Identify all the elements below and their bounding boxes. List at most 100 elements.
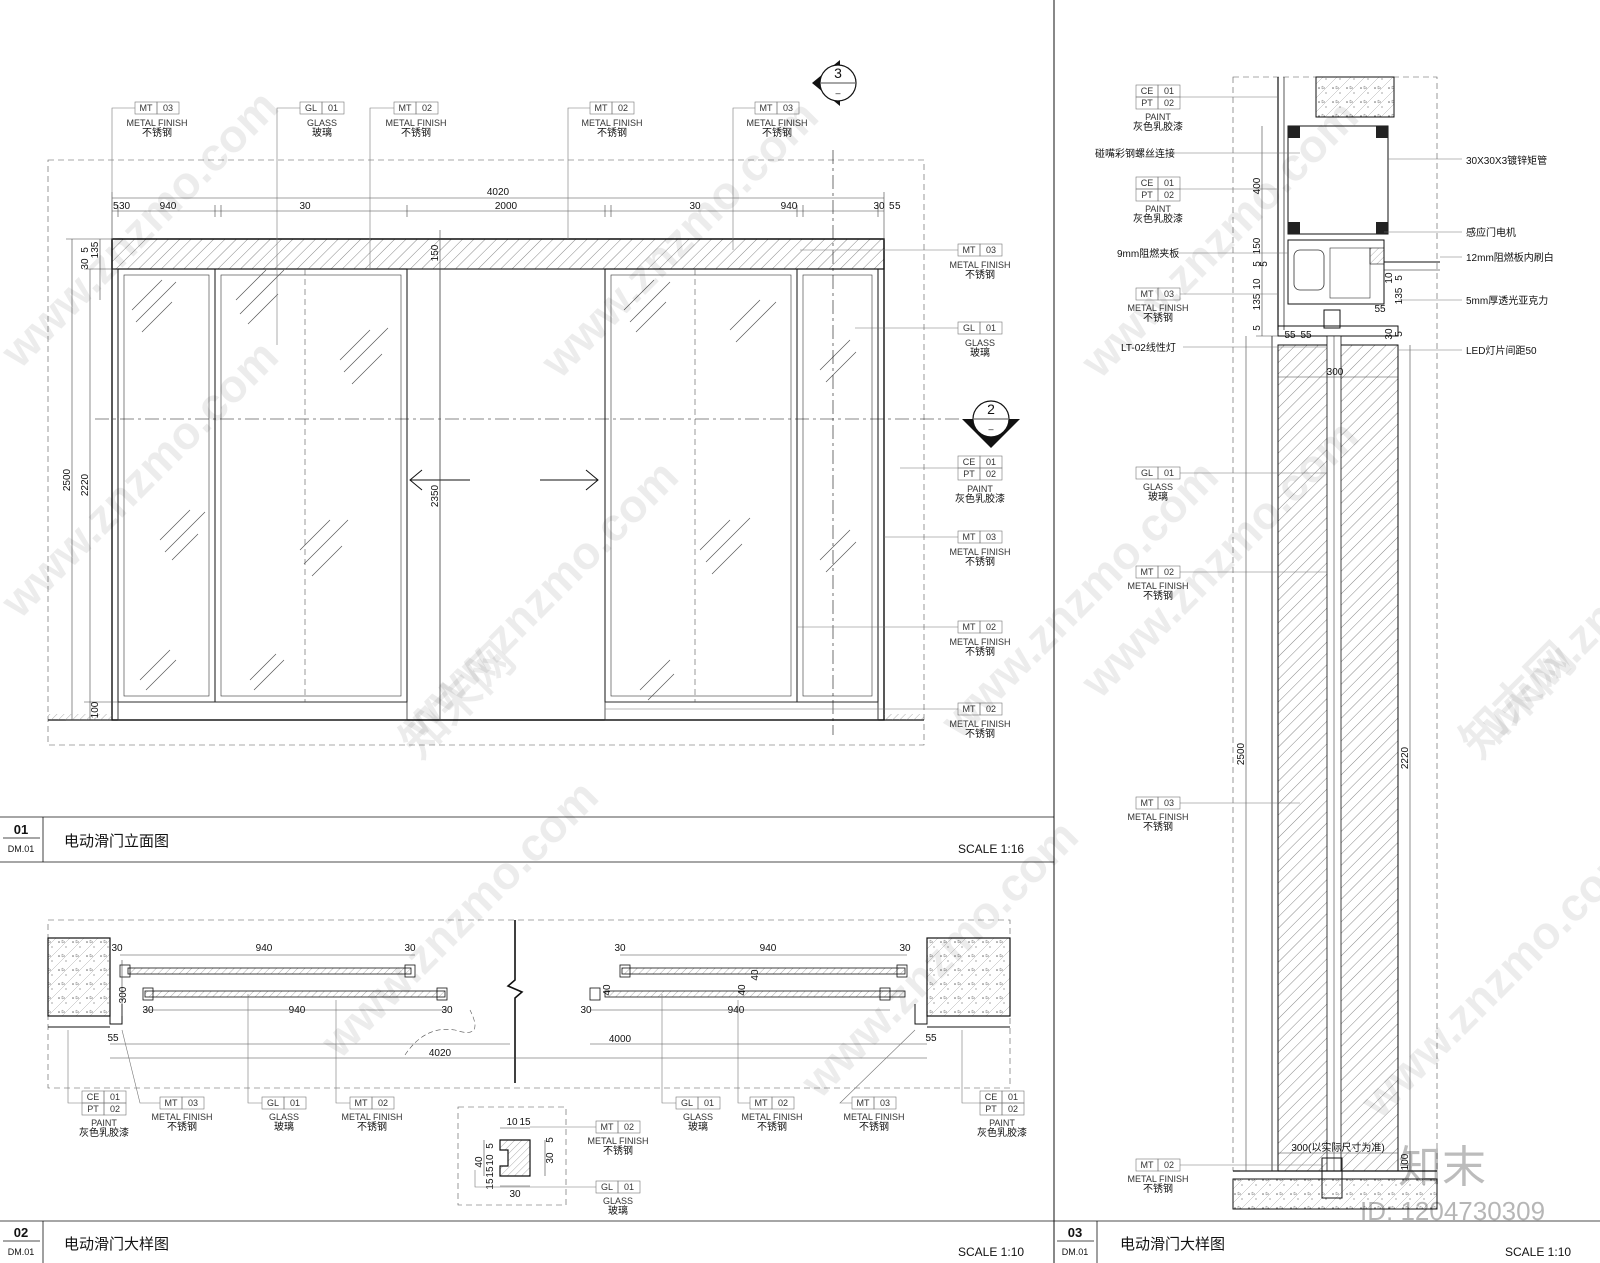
elevation-dims: 4020 5 30 940 30 2000 30 940 30 5 5 2500… <box>62 187 901 718</box>
svg-text:玻璃: 玻璃 <box>312 126 332 139</box>
svg-text:01: 01 <box>624 1182 634 1192</box>
svg-text:10: 10 <box>1384 272 1395 284</box>
svg-text:40: 40 <box>474 1156 485 1168</box>
svg-text:GL: GL <box>1141 468 1153 478</box>
svg-text:30: 30 <box>1384 328 1395 340</box>
svg-text:55: 55 <box>1284 330 1296 341</box>
svg-text:MT: MT <box>355 1098 368 1108</box>
svg-text:2000: 2000 <box>495 201 518 212</box>
svg-text:4000: 4000 <box>609 1034 632 1045</box>
svg-text:玻璃: 玻璃 <box>970 346 990 359</box>
svg-text:灰色乳胶漆: 灰色乳胶漆 <box>955 492 1005 505</box>
svg-text:15: 15 <box>519 1117 531 1128</box>
svg-text:不锈钢: 不锈钢 <box>965 645 995 658</box>
svg-text:PT: PT <box>87 1104 99 1114</box>
watermark-id: ID: 1204730309 <box>1360 1196 1545 1226</box>
section-marker-2: 2 – <box>962 400 1020 448</box>
svg-text:30: 30 <box>142 1005 154 1016</box>
note-led: LED灯片间距50 <box>1466 344 1537 357</box>
svg-text:PT: PT <box>985 1104 997 1114</box>
svg-text:100: 100 <box>1400 1153 1411 1170</box>
section-notes: 碰嘴彩钢螺丝连接 9mm阻燃夹板 LT-02线性灯 30X30X3镀锌矩管 感应… <box>1095 147 1554 357</box>
elevation-view <box>47 150 960 746</box>
svg-text:2220: 2220 <box>1400 746 1411 769</box>
svg-text:10: 10 <box>485 1154 496 1166</box>
svg-text:300(以实际尺寸为准): 300(以实际尺寸为准) <box>1291 1141 1384 1154</box>
svg-text:CE: CE <box>87 1092 100 1102</box>
svg-text:02: 02 <box>778 1098 788 1108</box>
svg-text:01: 01 <box>1164 178 1174 188</box>
sheet-title-01-label: 电动滑门立面图 <box>64 833 169 850</box>
svg-text:MT: MT <box>1141 798 1154 808</box>
watermark-logo: 知末 <box>1398 1143 1486 1192</box>
svg-text:玻璃: 玻璃 <box>1148 490 1168 503</box>
svg-text:30: 30 <box>299 201 311 212</box>
svg-text:135: 135 <box>90 241 101 258</box>
svg-text:2500: 2500 <box>62 468 73 491</box>
svg-text:5: 5 <box>895 201 901 212</box>
svg-text:01: 01 <box>110 1092 120 1102</box>
svg-text:MT: MT <box>165 1098 178 1108</box>
svg-text:01: 01 <box>1008 1092 1018 1102</box>
svg-text:10: 10 <box>1252 278 1263 290</box>
svg-text:940: 940 <box>256 943 273 954</box>
svg-text:METAL FINISH: METAL FINISH <box>949 547 1010 557</box>
svg-text:30: 30 <box>614 943 626 954</box>
svg-text:MT: MT <box>1141 289 1154 299</box>
svg-text:02: 02 <box>986 704 996 714</box>
svg-text:01: 01 <box>14 822 28 837</box>
svg-text:–: – <box>835 88 840 98</box>
svg-text:不锈钢: 不锈钢 <box>762 126 792 139</box>
svg-text:DM.01: DM.01 <box>8 1247 35 1257</box>
svg-text:不锈钢: 不锈钢 <box>965 555 995 568</box>
svg-text:MT: MT <box>399 103 412 113</box>
svg-text:不锈钢: 不锈钢 <box>757 1120 787 1133</box>
svg-text:03: 03 <box>1164 289 1174 299</box>
svg-text:55: 55 <box>107 1033 119 1044</box>
note-12mm-board: 12mm阻燃板内刷白 <box>1466 251 1554 264</box>
svg-text:灰色乳胶漆: 灰色乳胶漆 <box>1133 120 1183 133</box>
svg-text:300: 300 <box>118 986 129 1003</box>
svg-text:GL: GL <box>305 103 317 113</box>
svg-text:135: 135 <box>1394 287 1405 304</box>
svg-text:01: 01 <box>986 457 996 467</box>
svg-text:02: 02 <box>378 1098 388 1108</box>
watermark-site-6: www.znzmo.com <box>1070 89 1368 387</box>
svg-text:PAINT: PAINT <box>989 1118 1015 1128</box>
plan-dims: 940 30 30 300 30 940 30 55 4020 940 30 3… <box>107 943 937 1059</box>
svg-text:40: 40 <box>602 984 613 996</box>
sheet-title-02: 02 DM.01 电动滑门大样图 SCALE 1:10 <box>3 1225 1024 1259</box>
svg-text:不锈钢: 不锈钢 <box>142 126 172 139</box>
svg-text:MT: MT <box>857 1098 870 1108</box>
svg-text:02: 02 <box>110 1104 120 1114</box>
svg-text:02: 02 <box>1164 567 1174 577</box>
svg-text:GLASS: GLASS <box>269 1112 299 1122</box>
svg-text:GL: GL <box>963 323 975 333</box>
section-view <box>1232 76 1440 1210</box>
svg-text:玻璃: 玻璃 <box>608 1204 628 1217</box>
svg-text:DM.01: DM.01 <box>8 844 35 854</box>
svg-text:METAL FINISH: METAL FINISH <box>126 118 187 128</box>
svg-text:55: 55 <box>925 1033 937 1044</box>
svg-text:5: 5 <box>1259 261 1270 267</box>
svg-text:玻璃: 玻璃 <box>274 1120 294 1133</box>
note-steel-tube: 30X30X3镀锌矩管 <box>1466 154 1547 167</box>
svg-text:5: 5 <box>80 247 91 253</box>
note-linear-light: LT-02线性灯 <box>1121 341 1176 354</box>
svg-text:30: 30 <box>441 1005 453 1016</box>
svg-text:03: 03 <box>1068 1225 1082 1240</box>
svg-text:PT: PT <box>1141 98 1153 108</box>
svg-text:5: 5 <box>113 201 119 212</box>
svg-text:03: 03 <box>986 245 996 255</box>
